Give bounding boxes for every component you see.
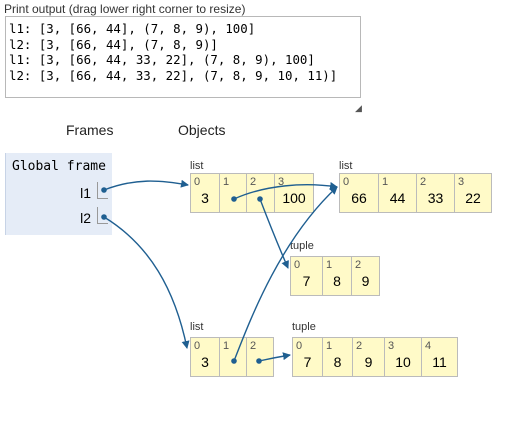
cell-value: 9 bbox=[364, 354, 373, 370]
cell-index: 2 bbox=[250, 340, 257, 352]
cell-index: 2 bbox=[250, 176, 257, 188]
cell-value: 7 bbox=[302, 273, 311, 289]
objects-heading: Objects bbox=[178, 122, 226, 138]
frames-heading: Frames bbox=[66, 122, 114, 138]
cell-index: 0 bbox=[294, 259, 301, 271]
cell-index: 1 bbox=[223, 176, 230, 188]
print-line: l1: [3, [66, 44], (7, 8, 9), 100] bbox=[9, 21, 256, 36]
cell-value: 7 bbox=[303, 354, 312, 370]
arrow-l1-to-list bbox=[103, 179, 189, 191]
cell-index: 2 bbox=[420, 176, 427, 188]
variable-l2-label: l2 bbox=[80, 210, 91, 226]
cell-index: 1 bbox=[382, 176, 389, 188]
cell-value: 3 bbox=[201, 190, 209, 206]
variable-l2-slot bbox=[97, 207, 108, 224]
variable-l1-slot bbox=[97, 182, 108, 199]
cell-value: 22 bbox=[465, 190, 481, 206]
variable-l1-label: l1 bbox=[80, 185, 91, 201]
cell-value: 33 bbox=[427, 190, 444, 206]
cell-index: 2 bbox=[356, 340, 363, 352]
print-line: l2: [3, [66, 44], (7, 8, 9)] bbox=[9, 36, 218, 52]
list-type-label: list bbox=[190, 321, 204, 333]
cell-index: 1 bbox=[223, 340, 230, 352]
cell-value: 44 bbox=[389, 190, 406, 206]
cell-value: 100 bbox=[282, 190, 306, 206]
cell-value: 9 bbox=[361, 273, 370, 289]
print-line: l1: [3, [66, 44, 33, 22], (7, 8, 9), 100… bbox=[9, 52, 315, 67]
list-cell: 1 bbox=[219, 337, 246, 377]
list-type-label: list bbox=[190, 160, 204, 172]
cell-index: 3 bbox=[388, 340, 395, 352]
cell-index: 0 bbox=[296, 340, 303, 352]
cell-index: 3 bbox=[458, 176, 465, 188]
cell-index: 0 bbox=[343, 176, 350, 188]
print-output-box[interactable]: l1: [3, [66, 44], (7, 8, 9), 100] l2: [3… bbox=[5, 16, 361, 98]
cell-index: 0 bbox=[194, 340, 201, 352]
cell-value: 8 bbox=[333, 354, 342, 370]
arrow-l2-to-list bbox=[103, 216, 190, 349]
print-line: l2: [3, [66, 44, 33, 22], (7, 8, 9, 10, … bbox=[9, 67, 338, 83]
print-output-caption: Print output (drag lower right corner to… bbox=[4, 2, 246, 16]
list-cell: 2 bbox=[246, 173, 274, 213]
list-cell: 2 bbox=[246, 337, 274, 377]
list-type-label: list bbox=[339, 160, 353, 172]
list-cell: 1 bbox=[219, 173, 246, 213]
cell-value: 10 bbox=[395, 354, 411, 370]
cell-index: 1 bbox=[326, 259, 333, 271]
cell-index: 3 bbox=[278, 176, 285, 188]
cell-value: 3 bbox=[201, 354, 209, 370]
tuple-type-label: tuple bbox=[292, 321, 316, 333]
cell-index: 4 bbox=[425, 340, 432, 352]
global-frame: Global frame l1 l2 bbox=[5, 153, 112, 235]
global-frame-title: Global frame bbox=[12, 159, 106, 174]
cell-index: 1 bbox=[326, 340, 333, 352]
cell-index: 2 bbox=[355, 259, 362, 271]
resize-grip-icon[interactable]: ◢ bbox=[355, 103, 362, 113]
tuple-type-label: tuple bbox=[290, 240, 314, 252]
cell-value: 8 bbox=[333, 273, 341, 289]
cell-index: 0 bbox=[194, 176, 201, 188]
cell-value: 11 bbox=[432, 354, 447, 370]
cell-value: 66 bbox=[351, 190, 367, 206]
